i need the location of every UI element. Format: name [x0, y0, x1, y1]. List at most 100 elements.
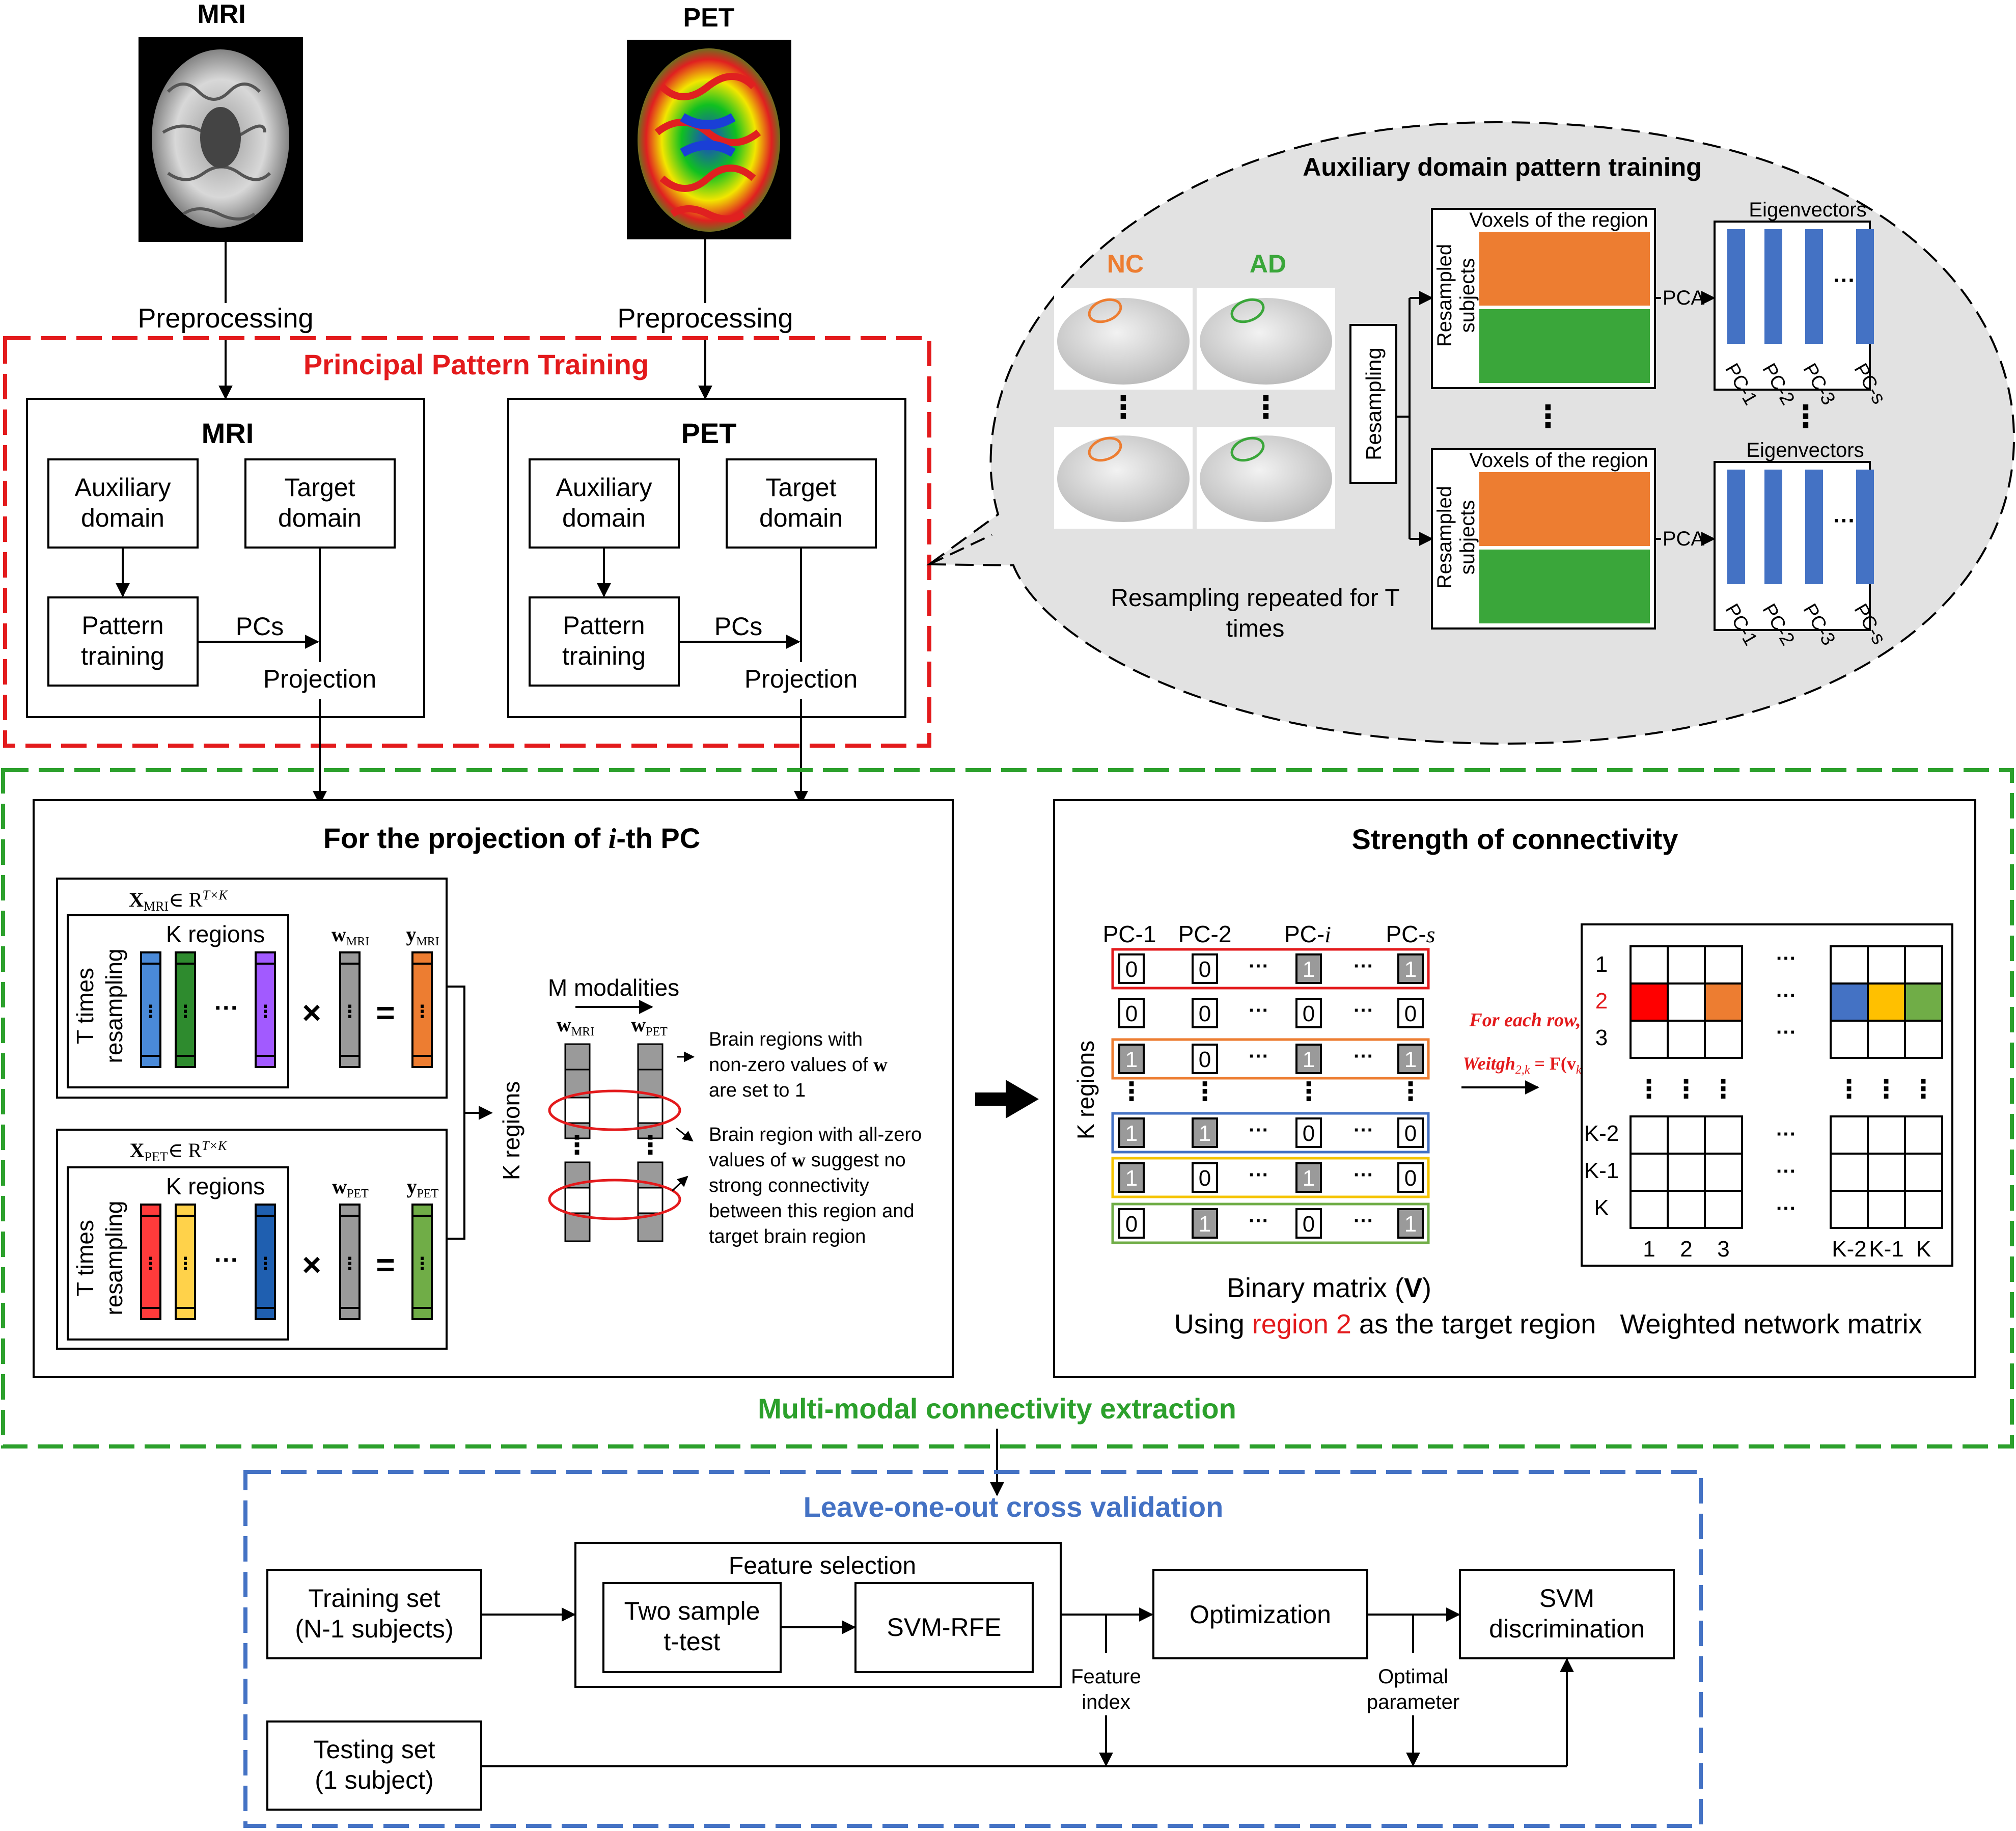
matrix-vdots: ⋮	[1533, 399, 1563, 433]
resampled-top-line2: subjects	[1456, 258, 1479, 333]
note2-arrow-b	[671, 1176, 688, 1192]
eigenvector-bar	[1805, 229, 1823, 344]
weighted-col-label: 3	[1717, 1237, 1729, 1262]
ttest-line2: t-test	[664, 1627, 720, 1656]
pet-column-1-dots: ⋮	[142, 1254, 159, 1274]
binary-cell-value: 0	[1125, 1001, 1138, 1026]
w-pet-column-dots: ⋮	[341, 1254, 358, 1274]
preprocessing-mri-label: Preprocessing	[137, 303, 313, 334]
equals-pet: =	[376, 1246, 395, 1283]
binary-cell-value: 0	[1199, 1166, 1211, 1191]
loocv-region	[243, 1470, 1703, 1828]
mri-column-2	[175, 951, 196, 1068]
t-times-mri-line2: resampling	[101, 949, 127, 1063]
svm-box	[1459, 1569, 1675, 1659]
binary-cell-value: 1	[1404, 1047, 1417, 1072]
weighted-cell	[1904, 945, 1943, 985]
optimal-line1: Optimal	[1378, 1665, 1448, 1688]
weighted-cell	[1867, 1190, 1906, 1229]
mri-pattern-line1: Pattern	[81, 611, 163, 640]
y-mri-column	[411, 951, 433, 1068]
binary-row-outline	[1111, 1038, 1430, 1080]
eigenvector-bar	[1727, 470, 1745, 584]
weighted-hdots: ···	[1776, 1197, 1797, 1220]
for-each-row: For each row,	[1469, 1009, 1581, 1031]
weighted-cell	[1667, 1190, 1706, 1229]
binary-row-hdots: ···	[1249, 955, 1269, 977]
x-pet-label: XPET∈ RT×K	[130, 1138, 228, 1164]
binary-cell	[1192, 1044, 1218, 1074]
optimization-box	[1152, 1569, 1368, 1659]
binary-cell-value: 1	[1125, 1121, 1138, 1146]
w-cell	[564, 1097, 591, 1124]
binary-col-vdots: ⋮	[1296, 1077, 1321, 1106]
binary-cell	[1118, 1208, 1145, 1239]
ad-brain-1-shape	[1200, 298, 1332, 385]
w-pet-label: wPET	[332, 1175, 369, 1200]
weighted-vdots: ⋮	[1836, 1075, 1862, 1103]
svmrfe-label: SVM-RFE	[887, 1613, 1002, 1642]
y-pet-column-dots: ⋮	[413, 1254, 431, 1274]
binary-row-hdots: ···	[1249, 1119, 1269, 1141]
principal-mri-title: MRI	[202, 417, 254, 449]
col-header-pcs: PC-s	[1386, 921, 1435, 947]
binary-cell-value: 1	[1303, 957, 1315, 982]
pca-top-label: PCA	[1663, 287, 1705, 309]
weighted-col-label: 1	[1643, 1237, 1655, 1262]
weighted-cell	[1830, 982, 1869, 1022]
eigenvector-bar	[1727, 229, 1745, 344]
t-times-pet-line1: T times	[72, 1220, 98, 1296]
weighted-cell	[1630, 982, 1669, 1022]
combined-vdots-left: ⋮	[564, 1131, 590, 1159]
w-cell	[637, 1212, 664, 1242]
aux-domain-balloon: Auxiliary domain pattern training NC AD …	[926, 121, 2015, 745]
w-mri-label: wMRI	[332, 923, 369, 948]
mri-aux-line1: Auxiliary	[75, 473, 171, 502]
binary-cell	[1295, 1208, 1322, 1239]
eigenvector-hdots: ···	[1833, 268, 1856, 293]
binary-row-outline	[1111, 948, 1430, 990]
binary-cell-value: 1	[1404, 957, 1417, 982]
binary-cell-value: 0	[1199, 1001, 1211, 1026]
weighted-cell	[1667, 945, 1706, 985]
nc-brain-2-shape	[1057, 435, 1190, 522]
optimization-label: Optimization	[1190, 1600, 1331, 1629]
repeated-line2: times	[1226, 615, 1285, 642]
combined-w-columns	[564, 1043, 664, 1242]
weighted-hdots: ···	[1776, 1160, 1797, 1183]
weighted-cell	[1867, 1153, 1906, 1192]
repeated-line1: Resampling repeated for T	[1111, 585, 1399, 612]
weighted-cell	[1867, 982, 1906, 1022]
nc-vdots: ⋮	[1108, 390, 1139, 424]
zero-region-ellipse-1	[548, 1089, 681, 1131]
pet-aux-line2: domain	[562, 504, 646, 532]
binary-cell	[1295, 1044, 1322, 1074]
pet-aux-line1: Auxiliary	[556, 473, 652, 502]
binary-row-outline	[1111, 1112, 1430, 1154]
feature-index-line2: index	[1082, 1691, 1130, 1713]
binary-row-hdots: ···	[1354, 1210, 1374, 1232]
col-header-pc2: PC-2	[1178, 921, 1232, 947]
weighted-row-label: K-2	[1584, 1121, 1619, 1146]
binary-cell	[1192, 998, 1218, 1028]
ad-label: AD	[1250, 250, 1286, 278]
weighted-cell	[1830, 1153, 1869, 1192]
x-mri-label: XMRI∈ RT×K	[129, 888, 228, 914]
binary-cell	[1397, 953, 1424, 984]
w-mri-combined-label: wMRI	[557, 1013, 594, 1039]
principal-pet-title: PET	[681, 417, 737, 449]
note2-arrow	[676, 1127, 694, 1142]
note2-line3: strong connectivity	[709, 1175, 869, 1196]
projection-title: For the projection of i-th PC	[323, 822, 700, 855]
binary-row-hdots: ···	[1354, 1164, 1374, 1186]
weighted-cell	[1904, 1020, 1943, 1059]
k-regions-pet: K regions	[166, 1173, 265, 1199]
binary-cell-value: 1	[1404, 1212, 1417, 1237]
preprocessing-pet-label: Preprocessing	[617, 303, 793, 334]
binary-cell-value: 1	[1199, 1212, 1211, 1237]
binary-row-outline	[1111, 1157, 1430, 1198]
weighted-caption: Weighted network matrix	[1620, 1309, 1922, 1340]
binary-cell-value: 0	[1404, 1166, 1417, 1191]
binary-row-hdots: ···	[1354, 1045, 1374, 1068]
